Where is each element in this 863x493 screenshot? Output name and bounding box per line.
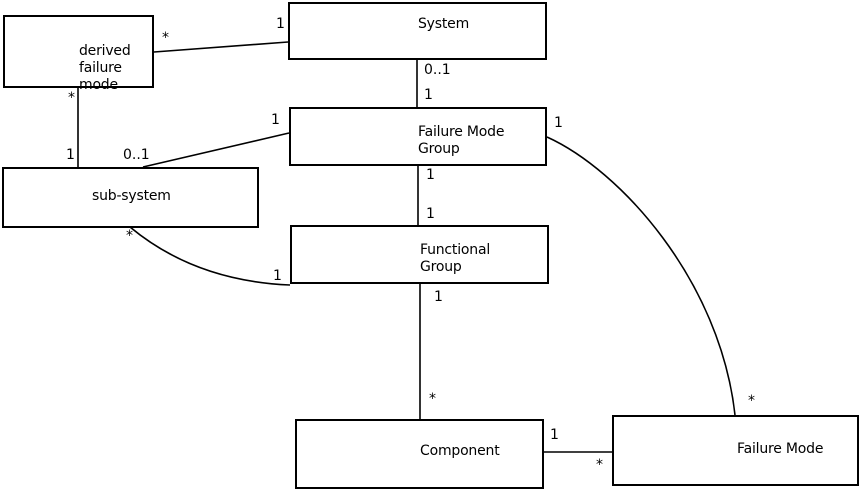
entity-system: System bbox=[288, 2, 547, 60]
multiplicity-label: 1 bbox=[271, 112, 280, 128]
multiplicity-label: * bbox=[748, 393, 755, 409]
connector-sub-system-failure-mode-group bbox=[142, 132, 290, 168]
entity-label: derived failure mode bbox=[79, 43, 131, 93]
connector-sub-system-functional-group bbox=[129, 226, 291, 286]
multiplicity-label: 1 bbox=[426, 206, 435, 222]
connector-derived-failure-mode-system bbox=[153, 41, 289, 53]
multiplicity-label: 1 bbox=[426, 167, 435, 183]
entity-label: Failure Mode Group bbox=[418, 124, 505, 157]
multiplicity-label: 0..1 bbox=[424, 62, 451, 78]
multiplicity-label: 1 bbox=[550, 427, 559, 443]
entity-label: Component bbox=[420, 443, 500, 459]
entity-label: System bbox=[418, 16, 470, 32]
entity-failure-mode-group: Failure Mode Group bbox=[289, 107, 547, 166]
multiplicity-label: 1 bbox=[276, 16, 285, 32]
multiplicity-label: 1 bbox=[434, 289, 443, 305]
entity-component: Component bbox=[295, 419, 544, 489]
entity-label: sub-system bbox=[92, 188, 171, 204]
entity-label: Failure Mode bbox=[737, 441, 824, 457]
multiplicity-label: 1 bbox=[273, 268, 282, 284]
entity-sub-system: sub-system bbox=[2, 167, 259, 228]
entity-functional-group: Functional Group bbox=[290, 225, 549, 284]
multiplicity-label: 0..1 bbox=[123, 147, 150, 163]
multiplicity-label: * bbox=[596, 457, 603, 473]
entity-failure-mode: Failure Mode bbox=[612, 415, 859, 486]
multiplicity-label: * bbox=[162, 30, 169, 46]
entity-label: Functional Group bbox=[420, 242, 491, 275]
multiplicity-label: 1 bbox=[554, 115, 563, 131]
multiplicity-label: * bbox=[429, 391, 436, 407]
connector-failure-mode-group-failure-mode bbox=[546, 136, 736, 416]
entity-derived-failure-mode: derived failure mode bbox=[3, 15, 154, 93]
multiplicity-label: * bbox=[68, 90, 75, 106]
multiplicity-label: 1 bbox=[66, 147, 75, 163]
multiplicity-label: 1 bbox=[424, 87, 433, 103]
multiplicity-label: * bbox=[126, 228, 133, 244]
